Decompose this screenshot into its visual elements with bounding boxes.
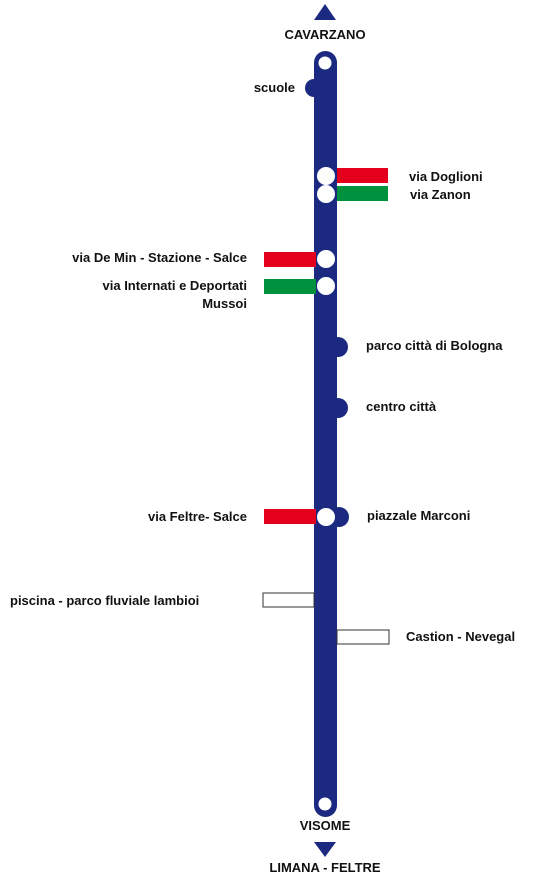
- stop-marker-feltre-salce: [317, 508, 335, 526]
- arrow-up-icon: [314, 4, 336, 20]
- stop-label-piscina: piscina - parco fluviale lambioi: [10, 593, 200, 608]
- bar-green-zanon: [337, 186, 388, 201]
- stop-bump-centro: [328, 398, 348, 418]
- stop-marker-doglioni: [317, 167, 335, 185]
- terminus-label-south: VISOME: [299, 818, 351, 833]
- stop-bump-piazzale-marconi: [329, 507, 349, 527]
- box-piscina: [262, 592, 315, 608]
- terminus-label-north: CAVARZANO: [284, 27, 366, 42]
- bar-red-de-min: [264, 252, 316, 267]
- arrow-down-icon: [314, 842, 336, 857]
- box-castion: [336, 629, 390, 645]
- stop-bump-scuole: [305, 79, 323, 97]
- stop-label-parco-bologna: parco città di Bologna: [366, 338, 503, 353]
- terminus-marker-south: [318, 797, 332, 811]
- stop-marker-internati: [317, 277, 335, 295]
- stop-label-de-min: via De Min - Stazione - Salce: [72, 250, 247, 265]
- stop-bump-parco-bologna: [328, 337, 348, 357]
- stop-label-piazzale-marconi: piazzale Marconi: [367, 508, 471, 523]
- stop-label-via-doglioni: via Doglioni: [409, 169, 483, 184]
- stop-label-centro: centro città: [366, 399, 437, 414]
- bar-red-doglioni: [337, 168, 388, 183]
- direction-label-south: LIMANA - FELTRE: [269, 860, 381, 875]
- stop-label-scuole: scuole: [253, 80, 295, 95]
- terminus-marker-north: [318, 56, 332, 70]
- stop-label-internati-line1: via Internati e Deportati: [102, 278, 247, 293]
- bar-green-internati: [264, 279, 316, 294]
- bar-red-feltre-salce: [264, 509, 316, 524]
- stop-label-feltre-salce: via Feltre- Salce: [148, 509, 247, 524]
- stop-marker-zanon: [317, 185, 335, 203]
- stop-label-via-zanon: via Zanon: [410, 187, 471, 202]
- stop-marker-de-min: [317, 250, 335, 268]
- route-line: [314, 51, 337, 817]
- stop-label-internati-line2: Mussoi: [202, 296, 247, 311]
- stop-label-castion: Castion - Nevegal: [406, 629, 516, 644]
